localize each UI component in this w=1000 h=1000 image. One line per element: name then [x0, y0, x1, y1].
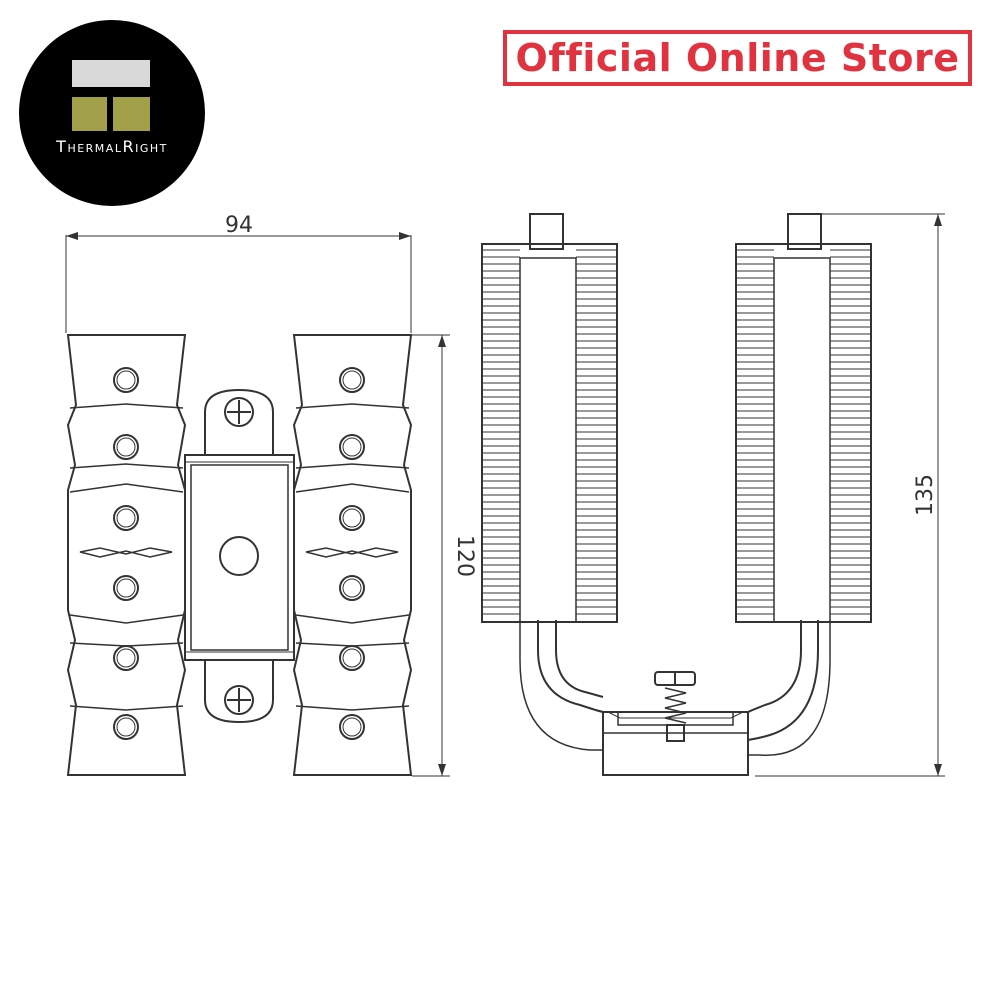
badge-text: Official Online Store [515, 36, 960, 80]
height-dimension [412, 334, 450, 777]
right-tower-fins [736, 249, 871, 615]
width-label: 94 [225, 213, 253, 238]
mount-screw-bottom [224, 685, 254, 715]
side-view [481, 213, 945, 777]
total-height-dimension [755, 213, 945, 777]
total-height-label: 135 [913, 474, 938, 516]
thermalright-logo: THERMALRIGHT [19, 20, 205, 206]
left-tower-fins [482, 249, 617, 615]
base-block [602, 711, 749, 776]
left-tower [481, 213, 618, 623]
mount-screw-top [224, 397, 254, 427]
front-view [65, 232, 450, 777]
logo-wordmark: THERMALRIGHT [55, 137, 168, 156]
right-fin-stack [292, 334, 413, 776]
left-fin-stack [66, 334, 187, 776]
width-dimension [65, 232, 412, 333]
center-mount-plate [184, 388, 295, 724]
heatpipes [519, 620, 831, 756]
official-store-badge: Official Online Store [503, 30, 972, 86]
left-screw-holes [113, 367, 139, 740]
height-label: 120 [452, 535, 477, 577]
spring-screw [654, 671, 696, 742]
right-screw-holes [339, 367, 365, 740]
right-tower [735, 213, 872, 623]
